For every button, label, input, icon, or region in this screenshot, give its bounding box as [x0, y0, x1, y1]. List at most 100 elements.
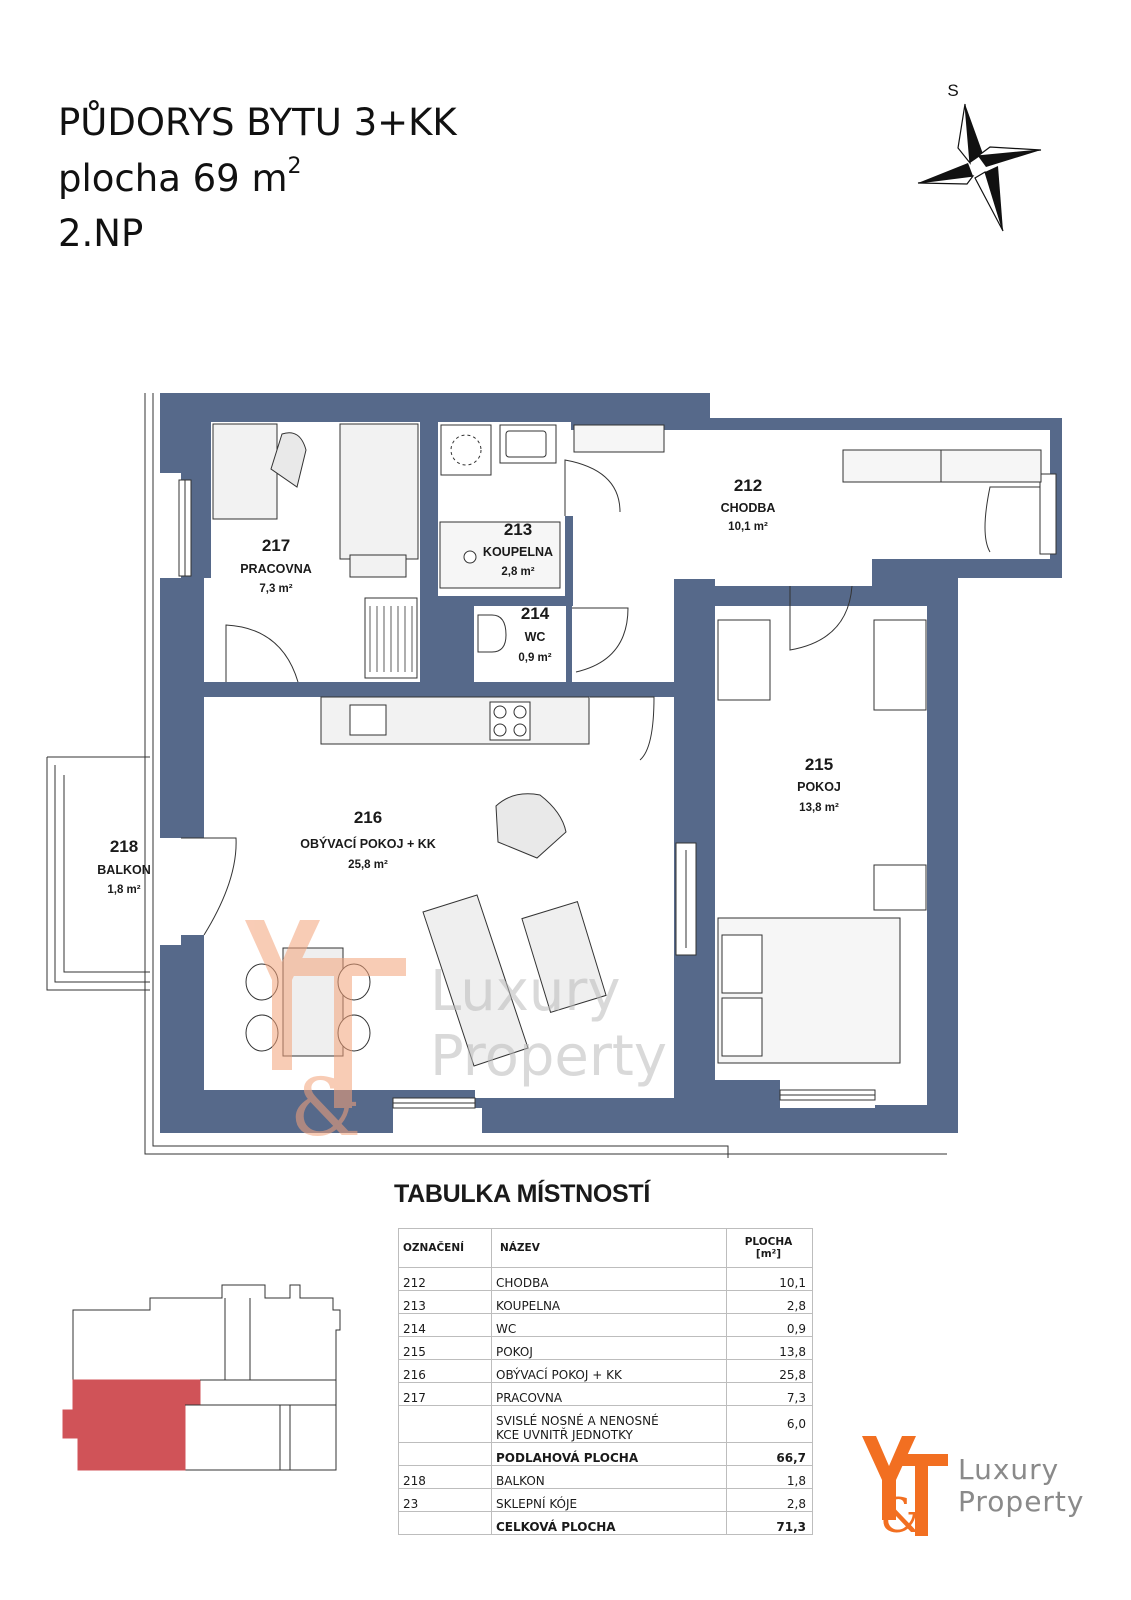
room-214-area: 0,9 m² — [518, 652, 551, 664]
wardrobe — [339, 423, 419, 560]
room-213-number: 213 — [504, 520, 532, 539]
room-212-area: 10,1 m² — [728, 521, 768, 533]
compass-rose-icon: S — [917, 81, 1042, 232]
table-cell-name: WC — [491, 1313, 727, 1337]
table-cell-id: 212 — [398, 1267, 492, 1291]
plan-area-text: plocha 69 m — [58, 157, 288, 200]
table-cell-name: PRACOVNA — [491, 1382, 727, 1406]
room-215-number: 215 — [805, 755, 833, 774]
room-218-name: BALKON — [97, 863, 150, 877]
table-cell-id — [398, 1405, 492, 1443]
plan-area: plocha 69 m2 — [58, 156, 302, 200]
table-cell-area: 6,0 — [726, 1405, 813, 1443]
room-215-area: 13,8 m² — [799, 802, 839, 814]
logo-word-property: Property — [958, 1485, 1085, 1518]
room-212-number: 212 — [734, 476, 762, 495]
table-cell-id — [398, 1442, 492, 1466]
table-cell-area: 13,8 — [726, 1336, 813, 1360]
table-header-row: OZNAČENÍ NÁZEV PLOCHA [m²] — [398, 1228, 813, 1268]
table-cell-id — [398, 1511, 492, 1535]
doors — [181, 459, 1040, 936]
room-216-number: 216 — [354, 808, 382, 827]
coffee-table — [521, 901, 607, 1013]
svg-text:Property: Property — [430, 1024, 667, 1089]
table-cell-name-line1: SVISLÉ NOSNÉ A NENOSNÉ — [496, 1414, 659, 1428]
svg-text:&: & — [880, 1488, 923, 1538]
table-cell-id: 217 — [398, 1382, 492, 1406]
table-cell-id: 218 — [398, 1465, 492, 1489]
svg-text:&: & — [290, 1061, 361, 1154]
brand-logo: & Luxury Property — [860, 1428, 1100, 1538]
plan-area-unit-superscript: 2 — [287, 154, 302, 179]
logo-mark-icon: & — [862, 1436, 948, 1538]
room-216-name: OBÝVACÍ POKOJ + KK — [300, 836, 436, 851]
table-cell-name: CELKOVÁ PLOCHA — [491, 1511, 727, 1535]
hall-wardrobe — [573, 424, 665, 453]
svg-text:Luxury: Luxury — [430, 959, 621, 1024]
room-217-name: PRACOVNA — [240, 562, 312, 576]
table-cell-area: 66,7 — [726, 1442, 813, 1466]
table-cell-area: 10,1 — [726, 1267, 813, 1291]
washing-machine — [440, 424, 492, 476]
table-cell-id: 215 — [398, 1336, 492, 1360]
room-214-name: WC — [525, 630, 546, 644]
plan-floor: 2.NP — [58, 212, 144, 255]
table-cell-area: 2,8 — [726, 1290, 813, 1314]
table-cell-area: 0,9 — [726, 1313, 813, 1337]
table-cell-name-line2: KCE UVNITŘ JEDNOTKY — [496, 1428, 633, 1442]
table-header-name: NÁZEV — [491, 1228, 727, 1268]
key-plan — [62, 1284, 341, 1471]
table-cell-id: 216 — [398, 1359, 492, 1383]
room-217-number: 217 — [262, 536, 290, 555]
table-cell-id: 214 — [398, 1313, 492, 1337]
chair-icon — [270, 432, 307, 488]
facade-lines — [46, 393, 947, 1158]
watermark-logo: & Luxury Property — [245, 920, 667, 1154]
table-cell-area: 2,8 — [726, 1488, 813, 1512]
table-cell-area: 71,3 — [726, 1511, 813, 1535]
room-213-name: KOUPELNA — [483, 545, 553, 559]
table-cell-name: KOUPELNA — [491, 1290, 727, 1314]
room-212-name: CHODBA — [721, 501, 776, 515]
table-cell-name: BALKON — [491, 1465, 727, 1489]
armchair-icon — [495, 793, 567, 859]
windows — [178, 473, 1057, 1109]
table-cell-name: PODLAHOVÁ PLOCHA — [491, 1442, 727, 1466]
sofa — [422, 894, 529, 1067]
room-labels: 212 CHODBA 10,1 m² 213 KOUPELNA 2,8 m² 2… — [97, 476, 841, 896]
shower-tray — [439, 521, 561, 589]
logo-word-luxury: Luxury — [958, 1453, 1060, 1486]
room-214-number: 214 — [521, 604, 550, 623]
room-218-area: 1,8 m² — [107, 884, 140, 896]
room-215-name: POKOJ — [797, 780, 841, 794]
table-header-id: OZNAČENÍ — [398, 1228, 492, 1268]
room-218-number: 218 — [110, 837, 138, 856]
pokoj-shelf — [717, 619, 771, 701]
toilet-icon — [477, 614, 507, 653]
room-213-area: 2,8 m² — [501, 566, 534, 578]
table-cell-name: POKOJ — [491, 1336, 727, 1360]
room-217-area: 7,3 m² — [259, 583, 292, 595]
table-cell-id: 23 — [398, 1488, 492, 1512]
desk — [212, 423, 278, 520]
compass-label: S — [947, 81, 958, 100]
table-title: TABULKA MÍSTNOSTÍ — [394, 1180, 650, 1208]
table-cell-id: 213 — [398, 1290, 492, 1314]
plan-title: PŮDORYS BYTU 3+KK — [58, 101, 457, 144]
table-cell-area: 25,8 — [726, 1359, 813, 1383]
table-header-area: PLOCHA [m²] — [726, 1228, 813, 1268]
